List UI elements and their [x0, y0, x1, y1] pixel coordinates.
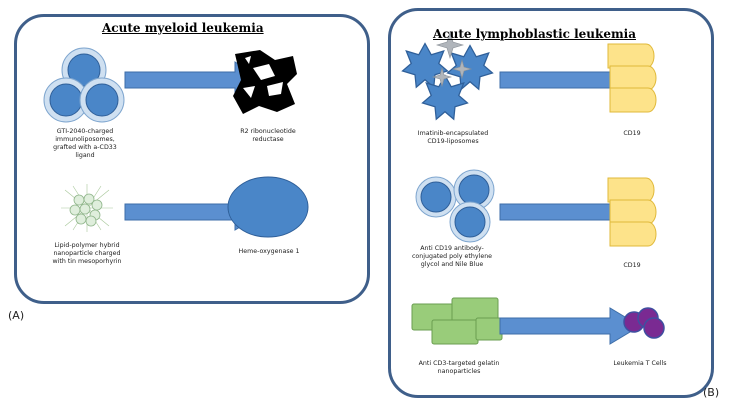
caption-b1-carrier: Imatinib-encapsulated CD19-liposomes [417, 130, 489, 145]
panel-b-title: Acute lymphoblastic leukemia [433, 27, 637, 41]
caption-b3-carrier: Anti CD3-targeted gelatin nanoparticles [418, 360, 500, 375]
caption-b3-target: Leukemia T Cells [613, 360, 667, 367]
caption-a1-carrier: GTI-2040-charged immunoliposomes, grafte… [53, 128, 117, 159]
caption-a1-target: R2 ribonucleotide reductase [240, 128, 296, 143]
immunoliposome-cluster-icon [43, 47, 125, 123]
anti-cd19-liposome-cluster-icon [415, 169, 495, 243]
caption-b2-target: CD19 [623, 262, 641, 269]
lipid-polymer-nanoparticle-icon [61, 184, 113, 232]
panel-a-label: (A) [8, 309, 25, 322]
ribonucleotide-reductase-icon [233, 50, 297, 114]
caption-b1-target: CD19 [623, 130, 641, 137]
arrow-b3 [499, 307, 641, 345]
heme-oxygenase-icon [227, 176, 309, 238]
leukemia-t-cell-icon [623, 307, 665, 339]
caption-a2-target: Heme-oxygenase 1 [238, 248, 300, 255]
cd19-receptor-icon-2 [607, 177, 657, 247]
caption-a2-carrier: Lipid-polymer hybrid nanoparticle charge… [52, 242, 122, 265]
panel-b-label: (B) [703, 386, 720, 399]
gelatin-nanoparticle-icon [411, 297, 503, 345]
imatinib-liposome-cluster-icon [401, 30, 494, 120]
cd19-receptor-icon-1 [607, 43, 657, 113]
caption-b2-carrier: Anti CD19 antibody-conjugated poly ethyl… [411, 245, 493, 268]
panel-a-title: Acute myeloid leukemia [102, 21, 264, 35]
